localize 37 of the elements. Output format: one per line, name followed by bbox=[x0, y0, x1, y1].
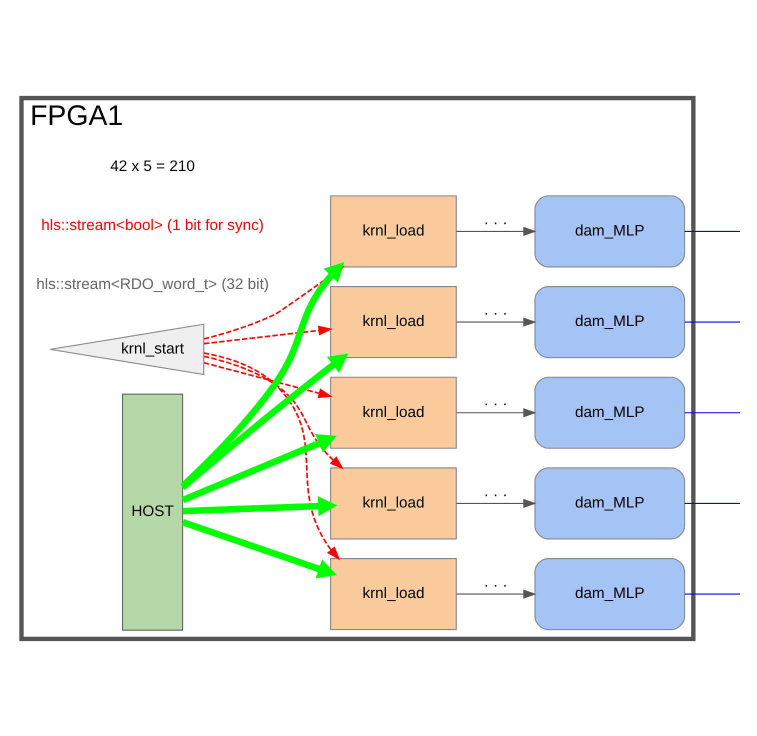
arrow bbox=[456, 316, 536, 326]
edge-label: · · · bbox=[484, 576, 508, 594]
arrow bbox=[204, 361, 333, 398]
connector bbox=[684, 230, 740, 232]
arrow bbox=[456, 408, 536, 417]
arrow bbox=[204, 325, 333, 344]
edge-label: · · · bbox=[484, 395, 508, 412]
arrow bbox=[456, 498, 536, 508]
label: hls::stream<RDO_word_t> (32 bit) bbox=[36, 275, 269, 292]
node-box: krnl_load bbox=[330, 286, 457, 358]
arrow bbox=[180, 353, 348, 490]
arrow bbox=[456, 589, 536, 598]
node-box: dam_MLP bbox=[534, 286, 686, 358]
arrow bbox=[204, 355, 344, 469]
node-box: krnl_load bbox=[330, 194, 457, 267]
node-box: krnl_load bbox=[330, 466, 457, 539]
label: 42 x 5 = 210 bbox=[110, 157, 195, 174]
edge-label: · · · bbox=[484, 486, 508, 503]
arrow bbox=[456, 226, 536, 236]
connector bbox=[684, 593, 740, 594]
edge-label: · · · bbox=[484, 304, 508, 322]
arrow bbox=[182, 518, 337, 578]
node-box: krnl_load bbox=[330, 376, 457, 448]
node-box: HOST bbox=[122, 393, 184, 630]
arrow bbox=[204, 352, 340, 560]
connector bbox=[684, 502, 740, 504]
node-box: dam_MLP bbox=[534, 194, 686, 267]
edge-label: · · · bbox=[484, 214, 508, 231]
node-box: dam_MLP bbox=[534, 466, 686, 539]
node-box: dam_MLP bbox=[534, 558, 686, 630]
node-box: dam_MLP bbox=[534, 376, 686, 448]
label: hls::stream<bool> (1 bit for sync) bbox=[41, 216, 264, 234]
arrow bbox=[182, 496, 338, 516]
arrow bbox=[182, 434, 337, 502]
connector bbox=[684, 412, 740, 413]
connector bbox=[684, 321, 740, 322]
node-box: krnl_load bbox=[330, 558, 457, 630]
